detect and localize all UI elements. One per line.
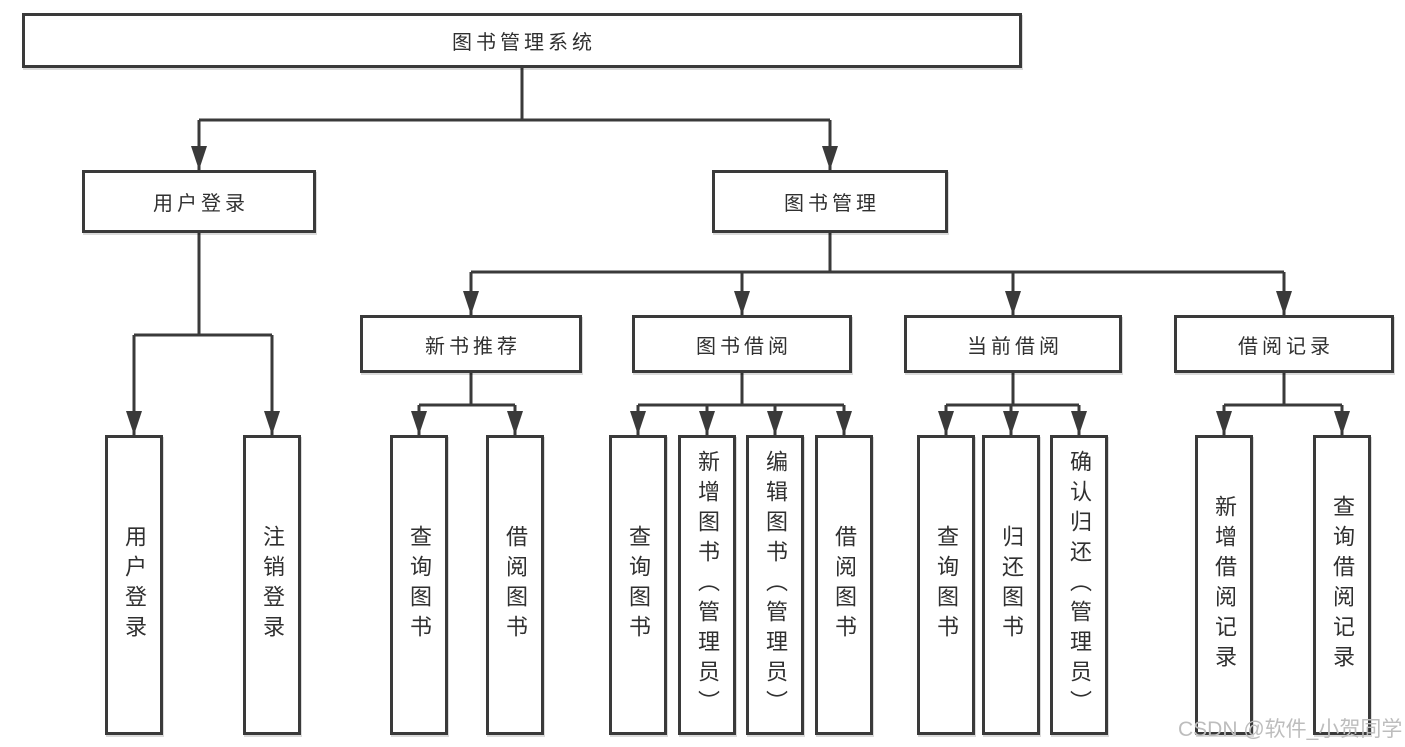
node-new-book-recommend: 新书推荐	[360, 315, 582, 373]
leaf-add-books-admin: 新增图书（管理员）	[678, 435, 736, 735]
leaf-user-login: 用户登录	[105, 435, 163, 735]
arrowhead-down	[1216, 411, 1232, 435]
node-label: 新增借阅记录	[1212, 495, 1237, 675]
node-label: 用户登录	[153, 193, 249, 215]
watermark-csdn: CSDN @软件_小贺同学	[1178, 718, 1403, 741]
node-label: 归还图书	[999, 525, 1024, 645]
leaf-add-borrow-record: 新增借阅记录	[1195, 435, 1253, 735]
node-label: 借阅图书	[832, 525, 857, 645]
node-label: 查询图书	[407, 525, 432, 645]
node-label: 借阅图书	[503, 525, 528, 645]
arrowhead-down	[734, 291, 750, 315]
node-label: 确认归还（管理员）	[1067, 450, 1092, 720]
node-book-borrow: 图书借阅	[632, 315, 852, 373]
leaf-query-borrow-record: 查询借阅记录	[1313, 435, 1371, 735]
node-borrow-records: 借阅记录	[1174, 315, 1394, 373]
arrowhead-down	[699, 411, 715, 435]
node-current-borrow: 当前借阅	[904, 315, 1122, 373]
leaf-borrow-books: 借阅图书	[815, 435, 873, 735]
node-user-login: 用户登录	[82, 170, 316, 233]
leaf-query-books-current: 查询图书	[917, 435, 975, 735]
node-label: 查询图书	[626, 525, 651, 645]
node-label: 新书推荐	[425, 335, 521, 358]
arrowhead-down	[1005, 291, 1021, 315]
node-label: 查询借阅记录	[1330, 495, 1355, 675]
arrowhead-down	[1276, 291, 1292, 315]
arrowhead-down	[836, 411, 852, 435]
node-label: 图书管理	[784, 193, 880, 215]
leaf-query-books-recommend: 查询图书	[390, 435, 448, 735]
leaf-edit-books-admin: 编辑图书（管理员）	[746, 435, 804, 735]
leaf-logout: 注销登录	[243, 435, 301, 735]
arrowhead-down	[463, 291, 479, 315]
node-label: 图书管理系统	[452, 32, 596, 54]
arrowhead-down	[264, 411, 280, 435]
leaf-return-books: 归还图书	[982, 435, 1040, 735]
arrowhead-down	[938, 411, 954, 435]
arrowhead-down	[767, 411, 783, 435]
node-label: 注销登录	[260, 525, 285, 645]
node-label: 当前借阅	[967, 335, 1063, 358]
arrowhead-down	[507, 411, 523, 435]
node-label: 用户登录	[122, 525, 147, 645]
arrowhead-down	[1334, 411, 1350, 435]
arrowhead-down	[822, 146, 838, 170]
arrowhead-down	[126, 411, 142, 435]
arrowhead-down	[630, 411, 646, 435]
node-label: 编辑图书（管理员）	[763, 450, 788, 720]
arrowhead-down	[411, 411, 427, 435]
node-label: 新增图书（管理员）	[695, 450, 720, 720]
arrowhead-down	[191, 146, 207, 170]
node-library-management-system: 图书管理系统	[22, 13, 1022, 68]
node-label: 图书借阅	[696, 335, 792, 358]
node-label: 查询图书	[934, 525, 959, 645]
leaf-borrow-books-recommend: 借阅图书	[486, 435, 544, 735]
arrowhead-down	[1071, 411, 1087, 435]
leaf-confirm-return-admin: 确认归还（管理员）	[1050, 435, 1108, 735]
node-book-management: 图书管理	[712, 170, 948, 233]
node-label: 借阅记录	[1238, 335, 1334, 358]
arrowhead-down	[1003, 411, 1019, 435]
leaf-query-books-borrow: 查询图书	[609, 435, 667, 735]
